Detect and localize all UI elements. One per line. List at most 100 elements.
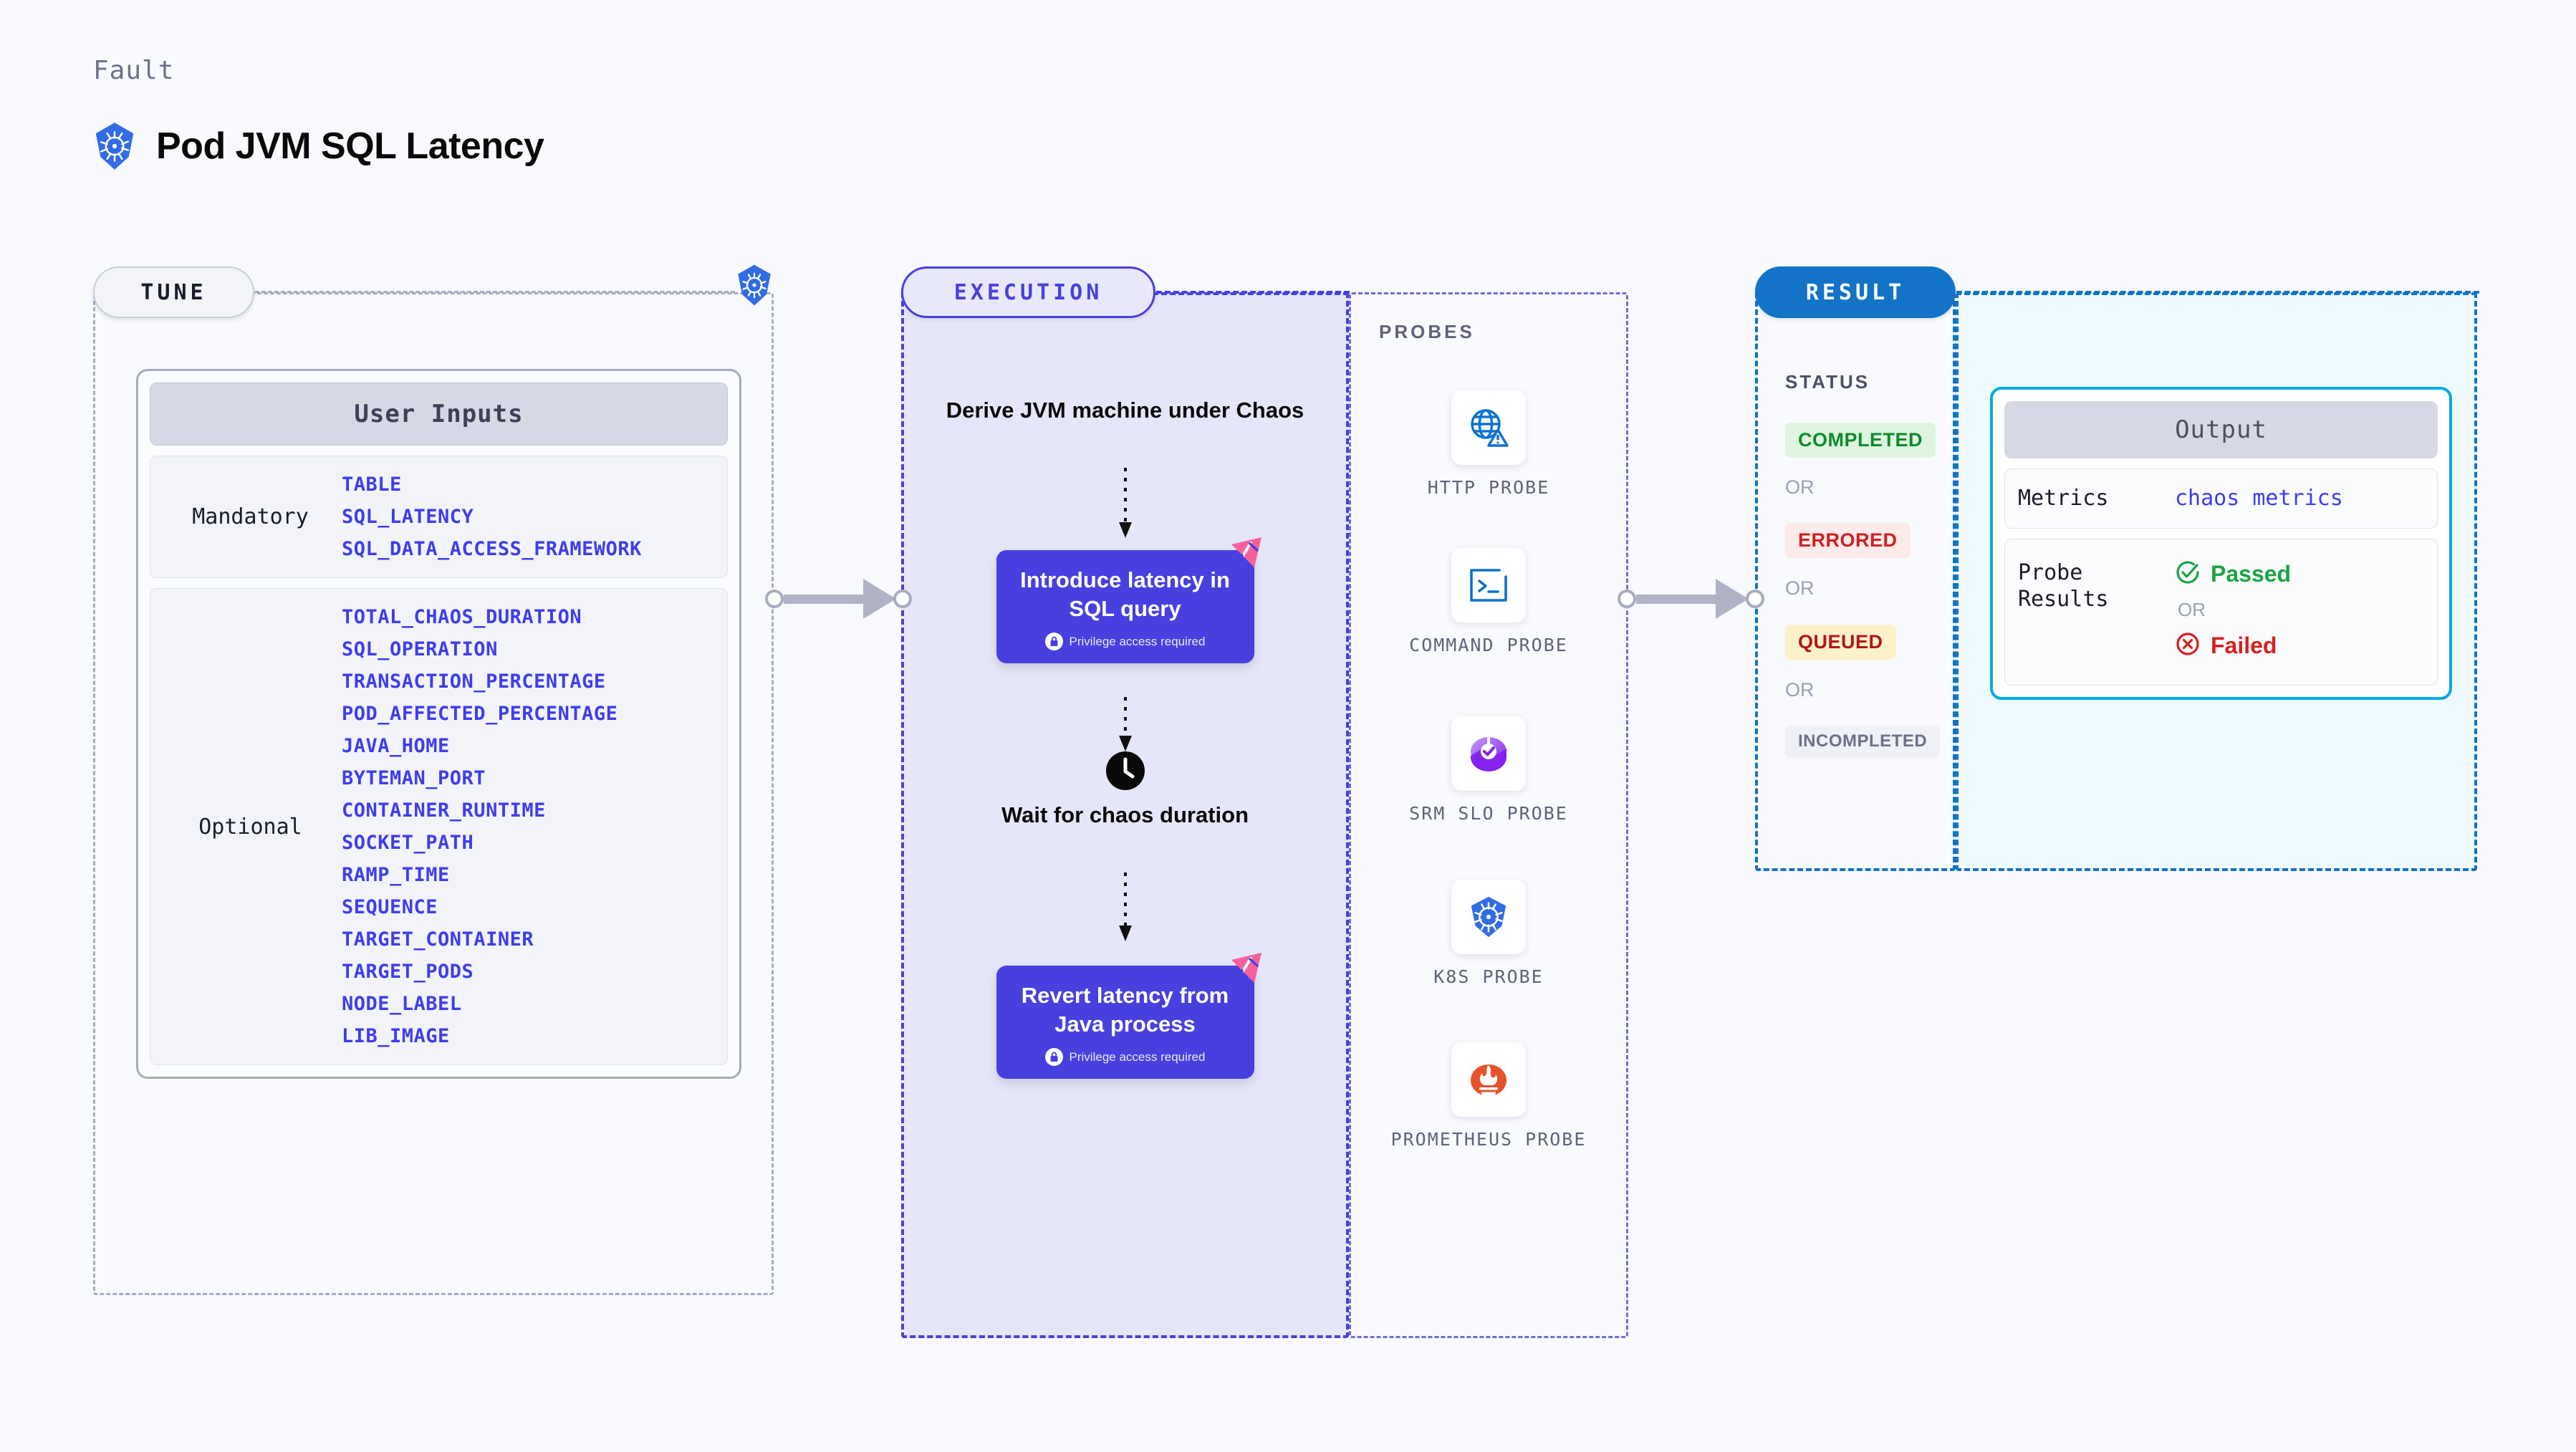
status-badge-queued: QUEUED (1785, 625, 1896, 660)
tune-connector-line (255, 291, 735, 293)
param-item[interactable]: SEQUENCE (342, 896, 438, 918)
probe-command[interactable]: COMMAND PROBE (1349, 548, 1628, 658)
param-item[interactable]: TARGET_CONTAINER (342, 928, 534, 951)
connector-bar (784, 594, 865, 604)
execution-column: Derive JVM machine under Chaos Introduce… (901, 292, 1349, 1338)
status-or-label: OR (1785, 476, 1815, 498)
probe-result-or-label: OR (2178, 598, 2206, 620)
param-item[interactable]: LIB_IMAGE (342, 1025, 450, 1047)
probe-result-failed: Failed (2175, 631, 2291, 660)
clock-icon (1105, 751, 1145, 794)
introduce-latency-title: Introduce latency in SQL query (1020, 567, 1230, 621)
optional-label: Optional (198, 814, 302, 840)
revert-latency-title: Revert latency from Java process (1021, 983, 1229, 1037)
litmus-icon (1226, 534, 1267, 578)
probe-label: SRM SLO PROBE (1409, 803, 1568, 824)
mandatory-param-list: TABLE SQL_LATENCY SQL_DATA_ACCESS_FRAMEW… (342, 473, 642, 560)
connector-arrowhead (1716, 579, 1749, 619)
connector-arrowhead (863, 579, 896, 619)
param-item[interactable]: TARGET_PODS (342, 961, 474, 983)
page-title-row: Pod JVM SQL Latency (93, 122, 544, 170)
param-item[interactable]: CONTAINER_RUNTIME (342, 799, 546, 822)
privilege-note-text: Privilege access required (1069, 1049, 1206, 1064)
revert-latency-note: Privilege access required (1006, 1048, 1244, 1067)
tune-region (93, 292, 774, 1295)
connector-dot (765, 590, 784, 608)
probe-prometheus[interactable]: PROMETHEUS PROBE (1349, 1042, 1628, 1152)
metrics-value[interactable]: chaos metrics (2175, 486, 2343, 511)
probe-label: COMMAND PROBE (1409, 635, 1568, 655)
param-item[interactable]: SOCKET_PATH (342, 832, 474, 854)
lock-icon (1044, 633, 1063, 651)
check-circle-icon (2175, 559, 2201, 589)
status-badge-errored: ERRORED (1785, 523, 1911, 558)
result-badge[interactable]: RESULT (1755, 266, 1956, 318)
param-item[interactable]: SQL_OPERATION (342, 638, 498, 660)
probe-k8s[interactable]: K8S PROBE (1349, 880, 1628, 989)
probe-results-key: Probe Results (2018, 559, 2109, 612)
connector-dot (893, 590, 912, 608)
prometheus-icon (1451, 1042, 1526, 1117)
lock-icon (1044, 1048, 1063, 1067)
param-item[interactable]: TRANSACTION_PERCENTAGE (342, 670, 606, 693)
flow-arrow-icon (1118, 468, 1132, 538)
param-item[interactable]: POD_AFFECTED_PERCENTAGE (342, 703, 618, 725)
probe-srm-slo[interactable]: SRM SLO PROBE (1349, 716, 1628, 826)
tune-to-execution-arrow (765, 579, 912, 619)
probes-to-result-arrow (1618, 579, 1764, 619)
param-item[interactable]: JAVA_HOME (342, 735, 450, 757)
execution-badge[interactable]: EXECUTION (901, 266, 1155, 318)
probes-heading: PROBES (1379, 321, 1475, 342)
passed-label: Passed (2211, 560, 2292, 587)
output-probe-results-row: Probe Results Passed OR (2004, 538, 2438, 686)
status-or-label: OR (1785, 577, 1815, 599)
param-item[interactable]: TABLE (342, 473, 402, 496)
execution-connector-line (1156, 291, 1350, 294)
failed-label: Failed (2211, 632, 2277, 658)
introduce-latency-card[interactable]: Introduce latency in SQL query Privilege… (996, 537, 1261, 664)
param-item[interactable]: RAMP_TIME (342, 864, 450, 886)
wait-chaos-label: Wait for chaos duration (1001, 802, 1249, 827)
probe-http[interactable]: HTTP PROBE (1349, 390, 1628, 500)
introduce-latency-note: Privilege access required (1006, 633, 1244, 651)
param-item[interactable]: BYTEMAN_PORT (342, 767, 486, 789)
status-badge-incompleted: INCOMPLETED (1785, 725, 1941, 758)
litmus-icon (1226, 950, 1267, 994)
probe-label: K8S PROBE (1433, 966, 1544, 987)
param-item[interactable]: NODE_LABEL (342, 993, 462, 1015)
page-eyebrow: Fault (93, 56, 175, 85)
output-card: Output Metrics chaos metrics Probe Resul… (1990, 387, 2452, 700)
probe-label: HTTP PROBE (1427, 477, 1550, 498)
status-badge-completed: COMPLETED (1785, 423, 1936, 458)
kubernetes-icon (736, 264, 773, 310)
user-inputs-card: User Inputs Mandatory TABLE SQL_LATENCY … (136, 369, 741, 1079)
status-heading: STATUS (1785, 371, 1870, 393)
flow-arrow-icon (1118, 697, 1132, 751)
probe-label: PROMETHEUS PROBE (1390, 1129, 1587, 1150)
tune-badge[interactable]: TUNE (93, 266, 254, 318)
connector-bar (1636, 594, 1717, 604)
probe-result-passed: Passed (2175, 559, 2291, 589)
srm-slo-icon (1451, 716, 1526, 791)
globe-warning-icon (1451, 390, 1526, 465)
result-connector-line (1956, 291, 2479, 294)
output-metrics-row: Metrics chaos metrics (2004, 468, 2438, 529)
revert-latency-card[interactable]: Revert latency from Java process Privile… (996, 953, 1261, 1080)
status-region (1755, 292, 1956, 871)
param-item[interactable]: TOTAL_CHAOS_DURATION (342, 606, 582, 628)
probes-region (1349, 292, 1628, 1338)
probe-results-values: Passed OR Failed (2175, 559, 2291, 660)
optional-params-group: Optional TOTAL_CHAOS_DURATION SQL_OPERAT… (150, 588, 728, 1065)
output-title: Output (2004, 401, 2438, 458)
derive-jvm-step-label: Derive JVM machine under Chaos (946, 398, 1304, 423)
kubernetes-icon (1451, 880, 1526, 954)
param-item[interactable]: SQL_DATA_ACCESS_FRAMEWORK (342, 538, 642, 560)
terminal-icon (1451, 548, 1526, 622)
mandatory-params-group: Mandatory TABLE SQL_LATENCY SQL_DATA_ACC… (150, 456, 728, 578)
mandatory-label: Mandatory (192, 504, 309, 529)
flow-arrow-icon (1118, 872, 1132, 941)
status-or-label: OR (1785, 679, 1815, 701)
param-item[interactable]: SQL_LATENCY (342, 506, 474, 528)
kubernetes-icon (93, 122, 136, 170)
